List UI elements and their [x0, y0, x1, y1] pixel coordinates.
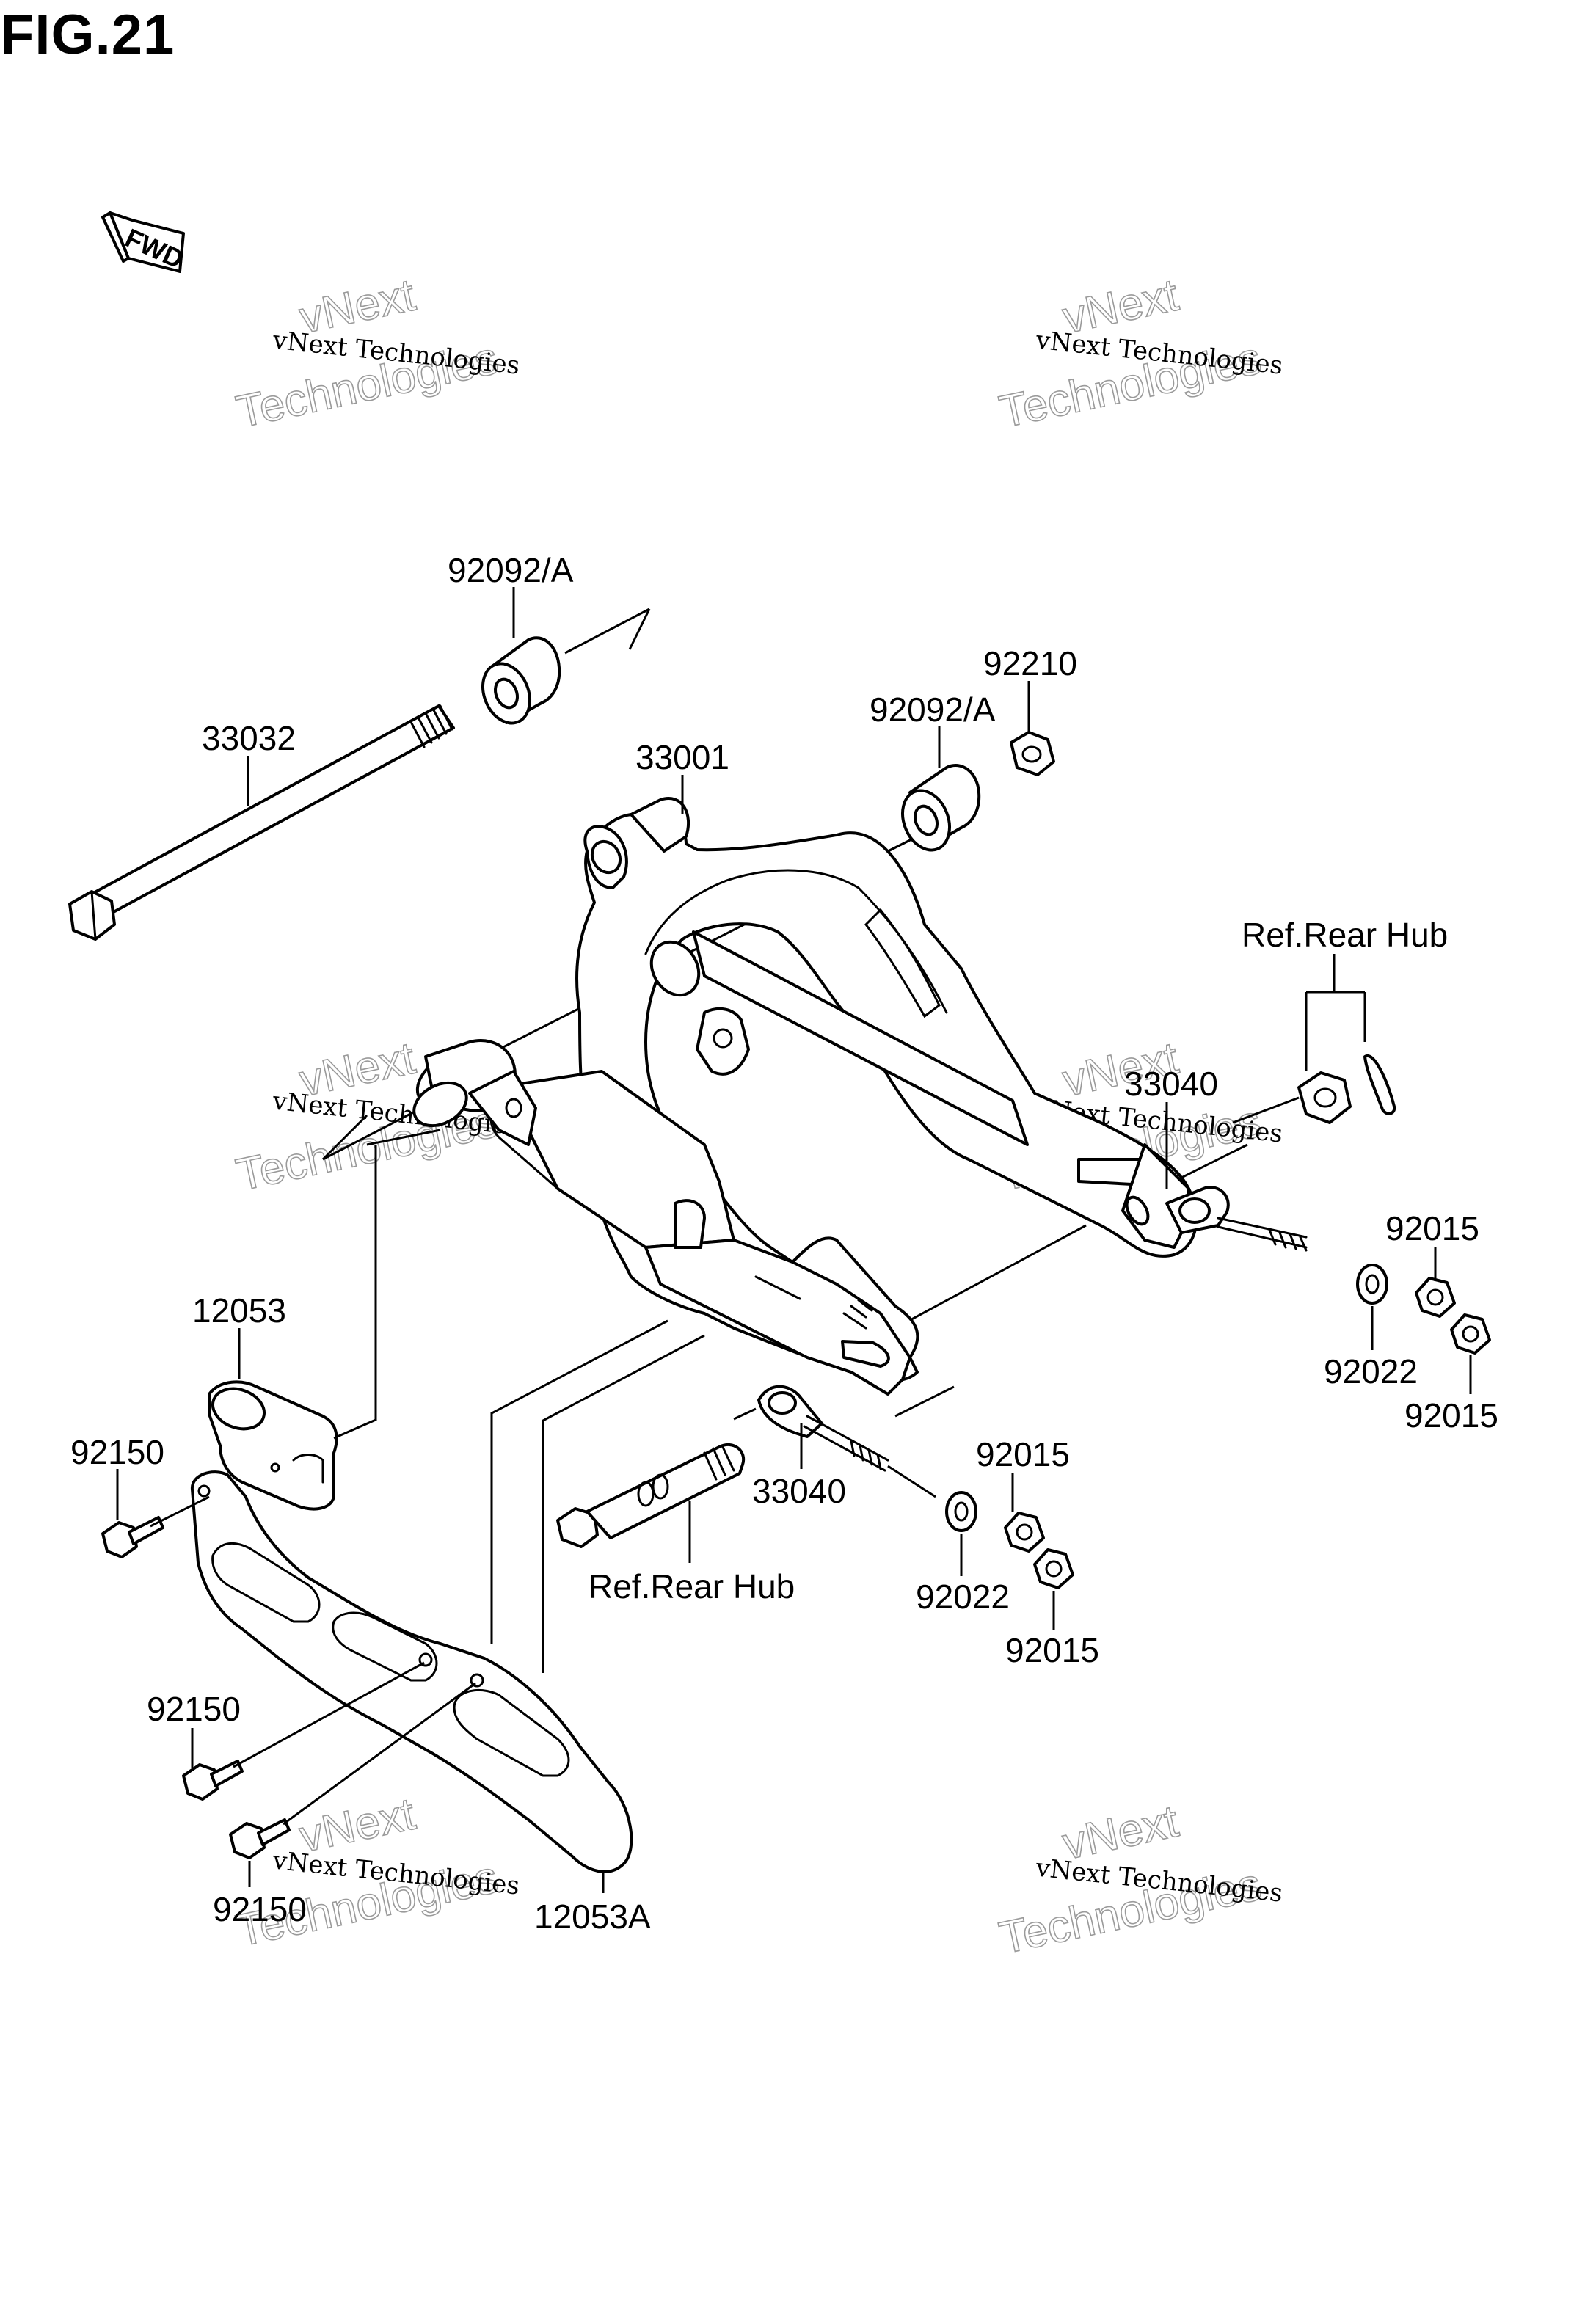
swingarm-33001	[412, 797, 1198, 1396]
nut-92015-right-a	[1415, 1277, 1456, 1318]
callout-92150-c: 92150	[213, 1890, 307, 1928]
fwd-arrow-icon: FWD	[101, 211, 188, 274]
callout-12053: 12053	[192, 1291, 286, 1330]
collar-92092A-top	[481, 636, 561, 725]
callout-33040-top: 33040	[1124, 1065, 1218, 1103]
rear-hub-axle-nut-top	[1297, 1054, 1396, 1124]
callout-33040-bottom: 33040	[752, 1472, 846, 1510]
watermark-bottom-right: vNext Technologies vNext Technologies	[994, 1796, 1283, 1965]
callout-labels: 92092/A 33032 92092/A 92210 33001 Ref.Re…	[70, 551, 1498, 1936]
callout-33001: 33001	[635, 738, 729, 776]
callout-92022-a: 92022	[1324, 1352, 1418, 1390]
callout-92150-a: 92150	[70, 1433, 164, 1471]
callout-92150-b: 92150	[147, 1690, 241, 1728]
svg-text:vNext: vNext	[1058, 270, 1182, 343]
washer-92022-right	[1356, 1264, 1388, 1305]
callout-92015-b: 92015	[1404, 1396, 1498, 1434]
chain-guide-block-12053	[208, 1380, 338, 1511]
chain-adjuster-33040-top	[1165, 1186, 1308, 1252]
callout-92015-a: 92015	[1385, 1209, 1479, 1247]
callout-92015-d: 92015	[1005, 1631, 1099, 1669]
callout-92022-b: 92022	[916, 1578, 1010, 1616]
nut-92015-bottom-a	[1004, 1512, 1045, 1553]
nut-92015-bottom-b	[1033, 1548, 1074, 1589]
collar-92092A-right	[901, 764, 981, 852]
chain-adjuster-33040-bottom	[757, 1385, 936, 1498]
pivot-axle-33032	[68, 704, 455, 941]
bolt-92150-c	[229, 1818, 291, 1859]
nut-92210	[1010, 731, 1055, 776]
callout-ref-rear-hub-top: Ref.Rear Hub	[1242, 916, 1448, 954]
callout-92092A-right: 92092/A	[870, 690, 996, 729]
callout-92210: 92210	[983, 644, 1077, 682]
callout-33032: 33032	[202, 719, 296, 757]
rear-axle-bottom	[556, 1443, 746, 1548]
callout-92015-c: 92015	[976, 1435, 1070, 1473]
watermark-bottom-left: vNext Technologies vNext Technologies	[231, 1788, 520, 1958]
callout-92092A-top: 92092/A	[448, 551, 574, 589]
chain-guide-plate-12053A	[190, 1470, 633, 1873]
figure-title: FIG.21	[0, 4, 175, 66]
callout-12053A: 12053A	[534, 1897, 651, 1936]
nut-92015-right-b	[1450, 1313, 1491, 1355]
bolt-92150-b	[182, 1760, 244, 1801]
callout-ref-rear-hub-bottom: Ref.Rear Hub	[589, 1567, 795, 1605]
washer-92022-bottom	[945, 1491, 977, 1532]
watermark-top-right: vNext Technologies vNext Technologies	[994, 269, 1284, 439]
watermark-top-left: vNext Technologies vNext Technologies	[231, 269, 521, 439]
leader-lines	[116, 587, 1472, 1893]
